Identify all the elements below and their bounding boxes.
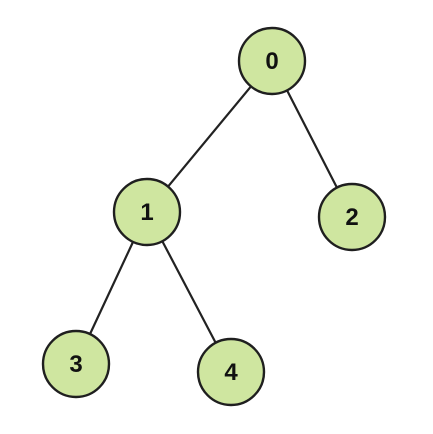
node-label-1: 1 bbox=[140, 199, 153, 226]
node-circle-4 bbox=[196, 337, 266, 407]
node-circle-1 bbox=[112, 177, 182, 247]
edge-1-4 bbox=[161, 240, 217, 344]
node-circle-2 bbox=[317, 182, 387, 252]
edge-0-2 bbox=[285, 89, 339, 189]
edge-1-3 bbox=[88, 240, 135, 336]
tree-node-3: 3 bbox=[41, 329, 111, 399]
node-circle-3 bbox=[41, 329, 111, 399]
tree-node-0: 0 bbox=[237, 26, 307, 96]
tree-node-4: 4 bbox=[196, 337, 266, 407]
node-label-0: 0 bbox=[265, 48, 278, 75]
node-label-4: 4 bbox=[224, 359, 238, 386]
tree-edges bbox=[88, 85, 339, 344]
node-label-3: 3 bbox=[69, 351, 82, 378]
node-circle-0 bbox=[237, 26, 307, 96]
tree-node-1: 1 bbox=[112, 177, 182, 247]
node-label-2: 2 bbox=[345, 204, 358, 231]
tree-node-2: 2 bbox=[317, 182, 387, 252]
edge-0-1 bbox=[166, 85, 253, 188]
tree-nodes: 0 1 2 3 4 bbox=[41, 26, 387, 407]
